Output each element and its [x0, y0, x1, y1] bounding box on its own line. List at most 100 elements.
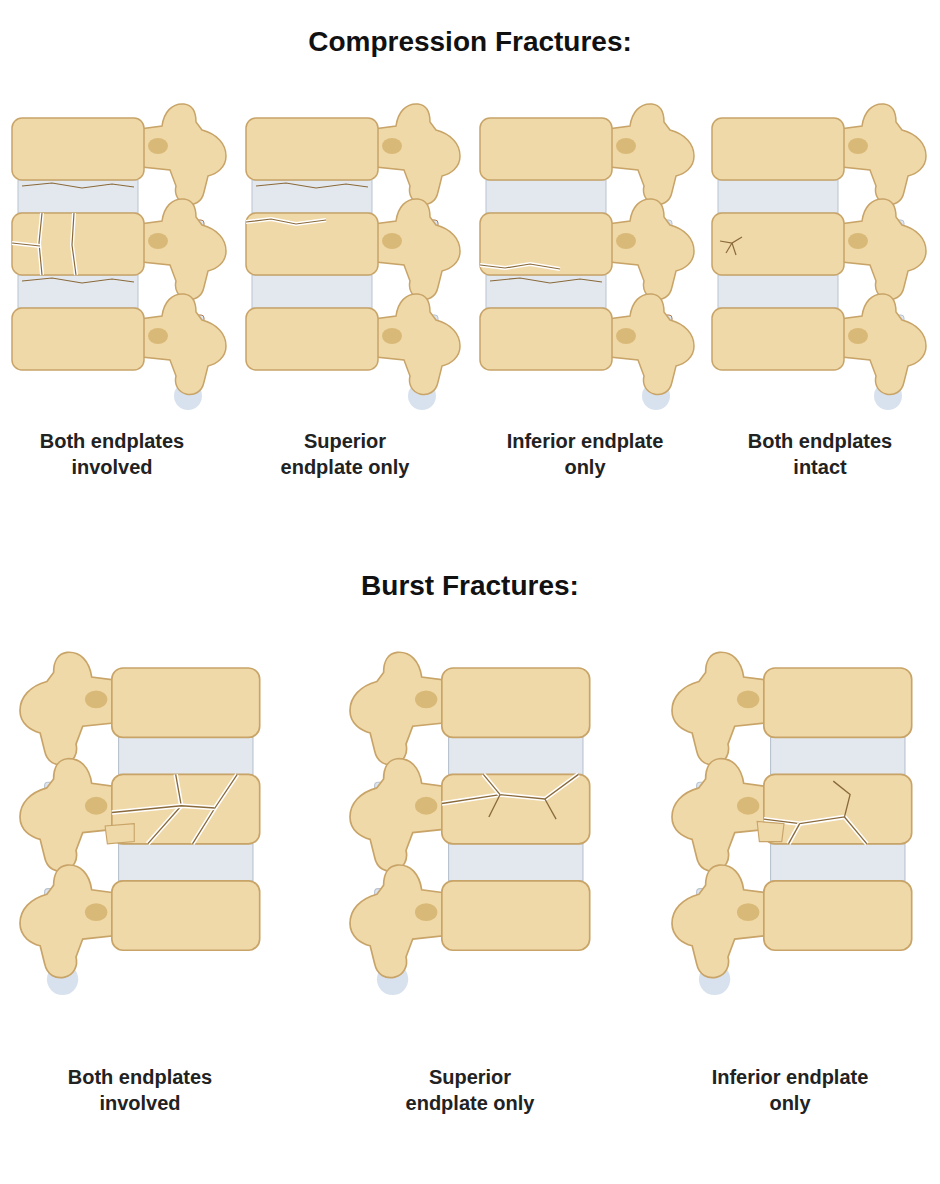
fracture-line — [480, 264, 560, 269]
vertebra — [350, 652, 590, 765]
fracture-gap — [788, 824, 799, 844]
pedicle-shadow — [616, 138, 636, 154]
posterior-elements — [132, 104, 226, 205]
intervertebral-disc — [119, 844, 253, 881]
pedicle-shadow — [737, 797, 759, 815]
pedicle-shadow — [848, 138, 868, 154]
fracture-line — [490, 278, 602, 283]
retropulsed-fragment — [757, 821, 784, 841]
posterior-elements — [832, 104, 926, 205]
posterior-elements — [600, 294, 694, 395]
fracture-line — [732, 243, 736, 255]
pedicle-shadow — [85, 797, 107, 815]
fracture-caption: Both endplates involved — [55, 1064, 225, 1116]
posterior-elements — [672, 865, 777, 978]
fracture-line — [22, 183, 134, 188]
posterior-elements — [20, 865, 125, 978]
posterior-elements — [366, 294, 460, 395]
pedicle-shadow — [382, 138, 402, 154]
fracture-line — [12, 243, 40, 246]
posterior-elements — [350, 652, 455, 765]
vertebral-body — [246, 213, 378, 275]
vertebra — [12, 104, 226, 205]
intervertebral-disc — [449, 844, 583, 881]
vertebral-body — [12, 213, 144, 275]
fracture-line — [726, 243, 732, 253]
vertebral-body — [112, 881, 260, 950]
vertebral-body — [712, 118, 844, 180]
intervertebral-disc — [486, 180, 606, 213]
retropulsed-fragment — [105, 824, 134, 844]
posterior-elements — [350, 759, 455, 872]
vertebral-body — [442, 774, 590, 843]
fracture-line — [112, 806, 215, 813]
vertebral-body — [480, 118, 612, 180]
vertebral-body — [112, 668, 260, 737]
pedicle-shadow — [616, 233, 636, 249]
fracture-line — [720, 237, 742, 243]
vertebra — [672, 865, 912, 978]
posterior-elements — [20, 652, 125, 765]
vertebra — [712, 104, 926, 205]
posterior-elements — [832, 199, 926, 300]
posterior-elements — [132, 294, 226, 395]
vertebra — [712, 199, 926, 300]
intervertebral-disc — [18, 180, 138, 213]
vertebra — [712, 294, 926, 395]
vertebral-body — [480, 308, 612, 370]
pedicle-shadow — [148, 233, 168, 249]
pedicle-shadow — [85, 690, 107, 708]
pedicle-shadow — [616, 328, 636, 344]
pedicle-shadow — [382, 328, 402, 344]
fracture-gap — [442, 774, 579, 803]
vertebral-body — [442, 668, 590, 737]
intervertebral-disc — [771, 737, 905, 774]
spine-segment — [712, 104, 926, 410]
vertebra — [246, 104, 460, 205]
pedicle-shadow — [382, 233, 402, 249]
fracture-line — [788, 824, 799, 844]
fracture-line — [256, 183, 368, 188]
fracture-line — [483, 774, 500, 794]
pedicle-shadow — [737, 690, 759, 708]
pedicle-shadow — [148, 138, 168, 154]
vertebra — [20, 652, 260, 765]
fracture-line — [833, 781, 850, 817]
posterior-elements — [832, 294, 926, 395]
vertebral-body — [712, 213, 844, 275]
fracture-caption: Superior endplate only — [260, 428, 430, 480]
vertebral-body — [764, 668, 912, 737]
fracture-gap — [112, 806, 215, 813]
vertebral-body — [712, 308, 844, 370]
posterior-elements — [350, 865, 455, 978]
intervertebral-disc — [449, 737, 583, 774]
vertebra — [480, 199, 694, 300]
spine-segment — [246, 104, 460, 410]
fracture-line — [545, 799, 556, 819]
intervertebral-disc — [718, 275, 838, 308]
spine-segment — [480, 104, 694, 410]
pedicle-shadow — [415, 797, 437, 815]
vertebral-body — [12, 118, 144, 180]
spine-segment — [672, 652, 912, 995]
vertebra — [12, 294, 226, 395]
fracture-gap — [483, 774, 500, 794]
vertebra — [672, 759, 912, 872]
fracture-gap — [12, 243, 40, 246]
fracture-caption: Superior endplate only — [385, 1064, 555, 1116]
intervertebral-disc — [718, 180, 838, 213]
fracture-caption: Both endplates involved — [27, 428, 197, 480]
spine-segment — [12, 104, 226, 410]
fracture-line — [489, 795, 500, 817]
intervertebral-disc — [252, 275, 372, 308]
vertebra — [246, 294, 460, 395]
posterior-elements — [132, 199, 226, 300]
fracture-caption: Both endplates intact — [735, 428, 905, 480]
fracture-line — [22, 278, 134, 283]
posterior-elements — [20, 759, 125, 872]
spine-segment — [350, 652, 590, 995]
intervertebral-disc — [252, 180, 372, 213]
vertebral-body — [480, 213, 612, 275]
section-heading: Compression Fractures: — [308, 26, 632, 58]
fracture-gap — [246, 219, 326, 224]
